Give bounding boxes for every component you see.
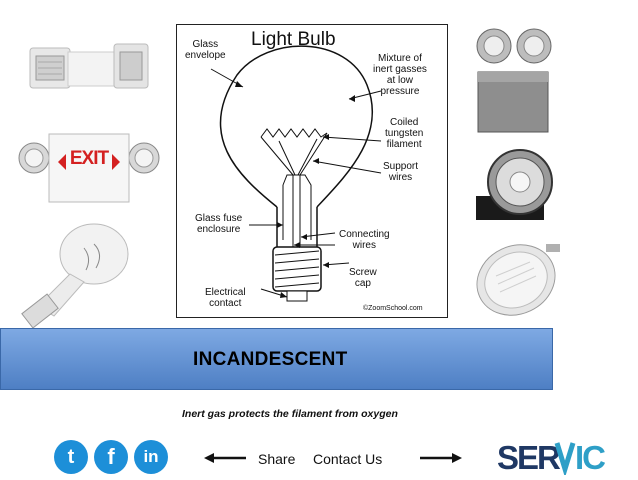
banner-title: INCANDESCENT [193,349,348,370]
sealed-beam-lamp-photo [474,146,556,222]
svg-text:IC: IC [575,439,605,475]
par-lamp-photo [470,232,570,324]
left-arrow-icon [204,453,246,463]
label-glass-envelope: Glass envelope [185,39,226,61]
servic-logo[interactable]: SER IC [497,439,607,478]
svg-text:SER: SER [497,439,561,475]
contact-us-link[interactable]: Contact Us [313,451,383,467]
share-link[interactable]: Share [258,451,296,467]
right-arrow-icon [420,453,462,463]
label-support-wires: Support wires [383,161,419,183]
label-connecting-wires: Connecting wires [339,229,390,251]
label-filament: Coiled tungsten filament [385,117,424,150]
twin-spotlight-emergency-unit-photo [470,24,560,136]
diagram-credit: ©ZoomSchool.com [363,305,423,312]
light-bulb-diagram: Light Bulb Glass envelope Mixture of ine… [176,24,448,318]
twitter-share-button[interactable]: t [54,440,88,474]
label-screw-cap: Screw cap [349,267,377,289]
wedge-base-bulb-photo [14,218,132,329]
title-banner: INCANDESCENT [0,328,553,390]
facebook-share-button[interactable]: f [94,440,128,474]
facebook-icon: f [107,444,115,469]
slide-caption: Inert gas protects the filament from oxy… [182,408,398,420]
exit-sign-text: EXIT [69,148,109,169]
twin-head-emergency-light-photo [22,38,152,100]
label-electrical-contact: Electrical contact [205,287,246,309]
label-glass-fuse-enclosure: Glass fuse enclosure [195,213,243,235]
label-inert-gasses: Mixture of inert gasses at low pressure [373,53,427,97]
linkedin-share-button[interactable]: in [134,440,168,474]
diagram-title: Light Bulb [251,29,336,50]
linkedin-icon: in [143,447,159,466]
twitter-icon: t [67,446,75,468]
exit-sign-photo: EXIT [14,128,164,208]
servic-logo-mark: SER IC [497,439,607,478]
